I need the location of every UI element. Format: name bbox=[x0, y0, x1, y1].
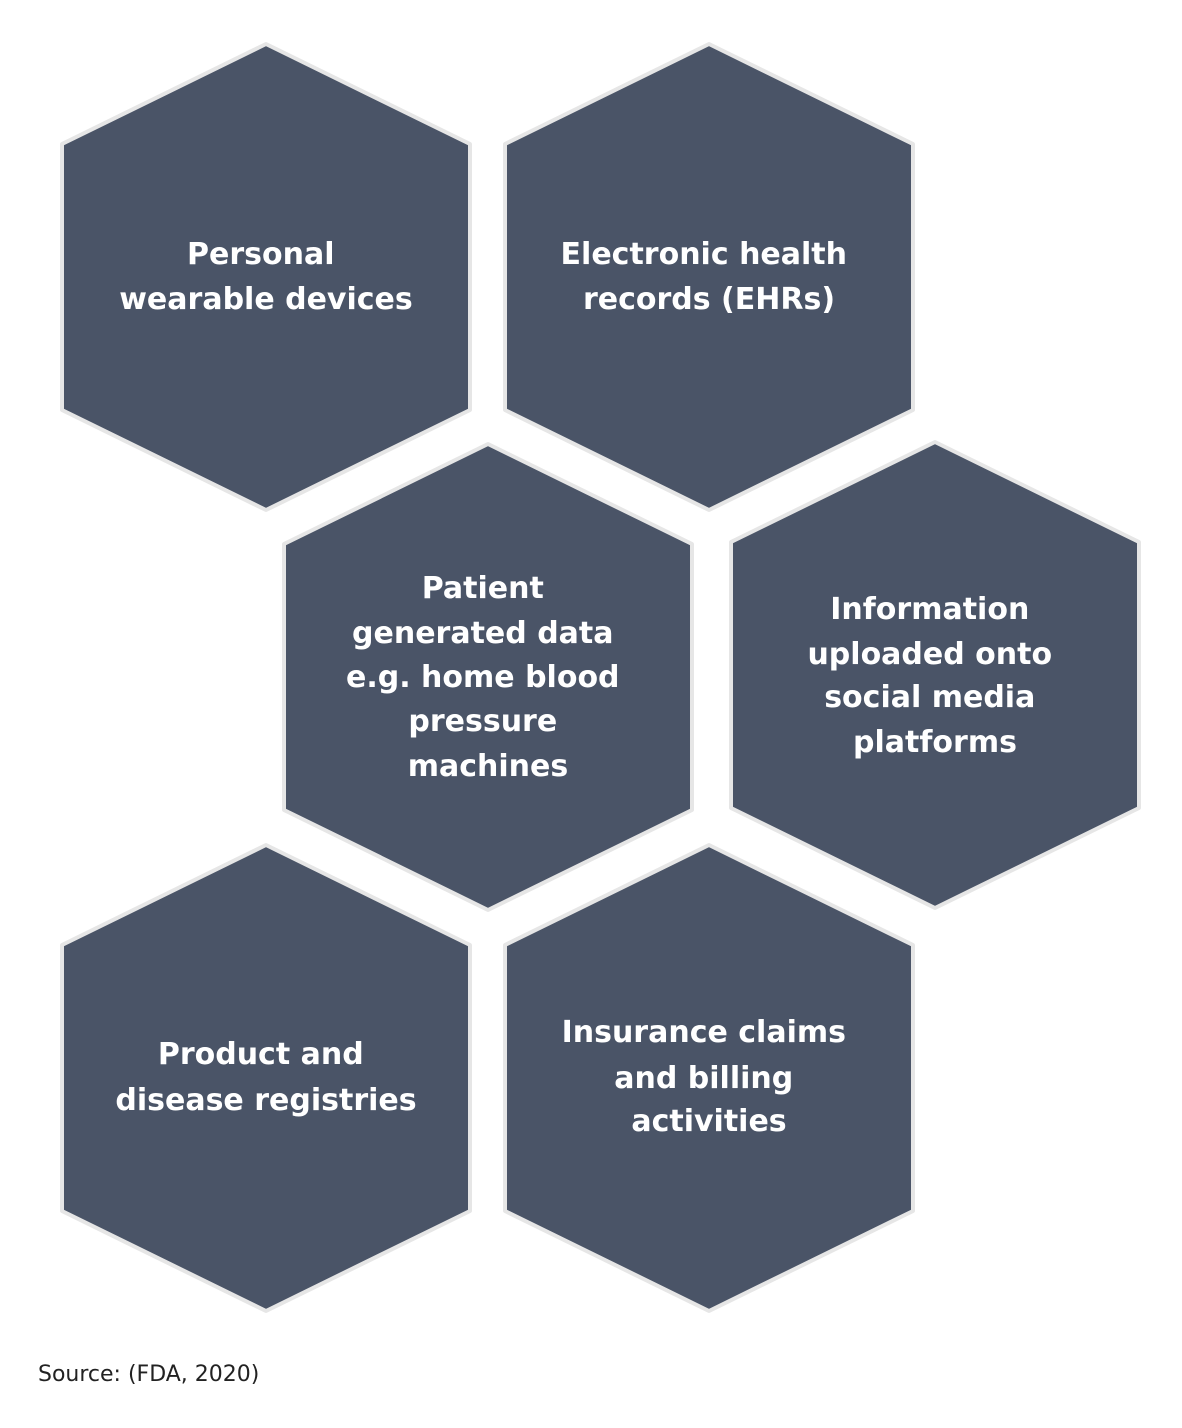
source-note: Source: (FDA, 2020) bbox=[38, 1362, 260, 1387]
hexagon-shape bbox=[503, 843, 915, 1313]
hexagon-insurance-claims: Insurance claims and billing activities bbox=[503, 843, 915, 1313]
hexagon-label-line: platforms bbox=[853, 725, 1017, 760]
hexagon-label: Product and disease registries bbox=[115, 1037, 416, 1118]
hexagon-label-line: wearable devices bbox=[119, 282, 413, 317]
hexagon-label-line: Insurance claims bbox=[562, 1015, 846, 1050]
hexagon-social-media: Information uploaded onto social media p… bbox=[729, 440, 1141, 910]
hexagon-label-line: social media bbox=[824, 680, 1035, 715]
hexagon-label-line: Patient bbox=[422, 571, 544, 606]
hexagon-personal-wearables: Personal wearable devices bbox=[60, 42, 472, 512]
hexagon-shape bbox=[60, 42, 472, 512]
hexagon-label-line: Electronic health bbox=[561, 237, 847, 272]
hexagon-label-line: machines bbox=[408, 749, 569, 784]
hexagon-shape bbox=[282, 442, 694, 912]
hexagon-label-line: records (EHRs) bbox=[583, 282, 835, 317]
hexagon-label-line: Product and bbox=[158, 1037, 364, 1072]
hexagon-label-line: Information bbox=[830, 592, 1029, 627]
hexagon-shape bbox=[60, 843, 472, 1313]
hexagon-label-line: activities bbox=[631, 1104, 786, 1139]
hexagon-label-line: Personal bbox=[187, 237, 334, 272]
hexagon-patient-generated-data: Patient generated data e.g. home blood p… bbox=[282, 442, 694, 912]
hexagon-label-line: generated data bbox=[352, 616, 613, 651]
hexagon-label: Patient generated data e.g. home blood p… bbox=[346, 571, 630, 784]
hexagon-label-line: disease registries bbox=[115, 1083, 416, 1118]
hexagon-ehrs: Electronic health records (EHRs) bbox=[503, 42, 915, 512]
hexagon-label: Insurance claims and billing activities bbox=[562, 1015, 857, 1139]
hexagon-shape bbox=[503, 42, 915, 512]
hexagon-registries: Product and disease registries bbox=[60, 843, 472, 1313]
hexagon-label: Personal wearable devices bbox=[119, 237, 413, 317]
hexagon-label-line: uploaded onto bbox=[807, 637, 1052, 672]
hexagon-label: Electronic health records (EHRs) bbox=[561, 237, 858, 317]
hexagon-label-line: pressure bbox=[408, 704, 557, 739]
hexagon-label-line: and billing bbox=[614, 1061, 793, 1096]
hexagon-label-line: e.g. home blood bbox=[346, 660, 620, 695]
hexagon-label: Information uploaded onto social media p… bbox=[807, 592, 1062, 760]
hexagon-shape bbox=[729, 440, 1141, 910]
